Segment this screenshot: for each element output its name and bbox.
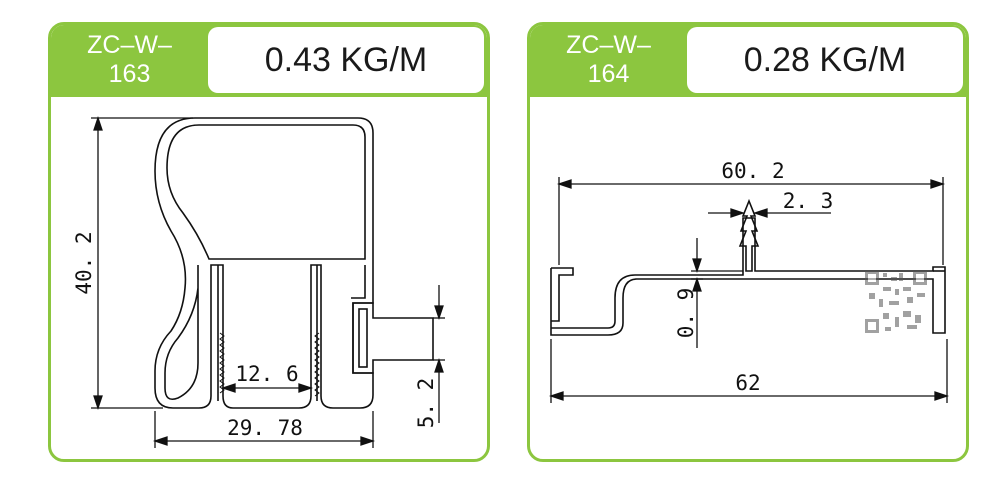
profile-chamber [166,124,366,260]
dim-top-width: 60. 2 [721,159,784,183]
dim-total-width: 29. 78 [227,416,303,440]
card-header: ZC–W– 163 0.43 KG/M [51,25,487,97]
model-code: ZC–W– 163 [51,25,208,97]
serrations [219,332,320,397]
dim-total-width: 62 [735,371,760,395]
profile-inner-wall [164,265,199,401]
dim-slot: 5. 2 [414,378,438,429]
dim-inner-width: 12. 6 [235,362,298,386]
qr-code-watermark [865,271,927,333]
dim-thickness: 0. 9 [674,288,698,339]
profile-card-zc-w-164: ZC–W– 164 0.28 KG/M [527,22,969,462]
model-code-prefix: ZC–W– [566,31,651,59]
card-header: ZC–W– 164 0.28 KG/M [530,25,966,97]
weight-label: 0.28 KG/M [687,27,963,93]
dim-height: 40. 2 [72,231,96,294]
model-code-prefix: ZC–W– [87,31,172,59]
model-code-number: 164 [587,60,630,88]
dim-fin-width: 2. 3 [783,189,834,213]
model-code: ZC–W– 164 [530,25,687,97]
profile-drawing-163: 40. 2 12. 6 29. 78 5. 2 [72,115,445,448]
profile-outline [550,217,946,336]
profile-drawing-164: 60. 2 2. 3 0. 9 62 [548,159,950,403]
profile-slot [352,302,434,374]
profile-outline [154,117,374,409]
weight-label: 0.43 KG/M [208,27,484,93]
profile-fin [738,198,760,272]
profile-card-zc-w-163: ZC–W– 163 0.43 KG/M [48,22,490,462]
model-code-number: 163 [108,60,151,88]
